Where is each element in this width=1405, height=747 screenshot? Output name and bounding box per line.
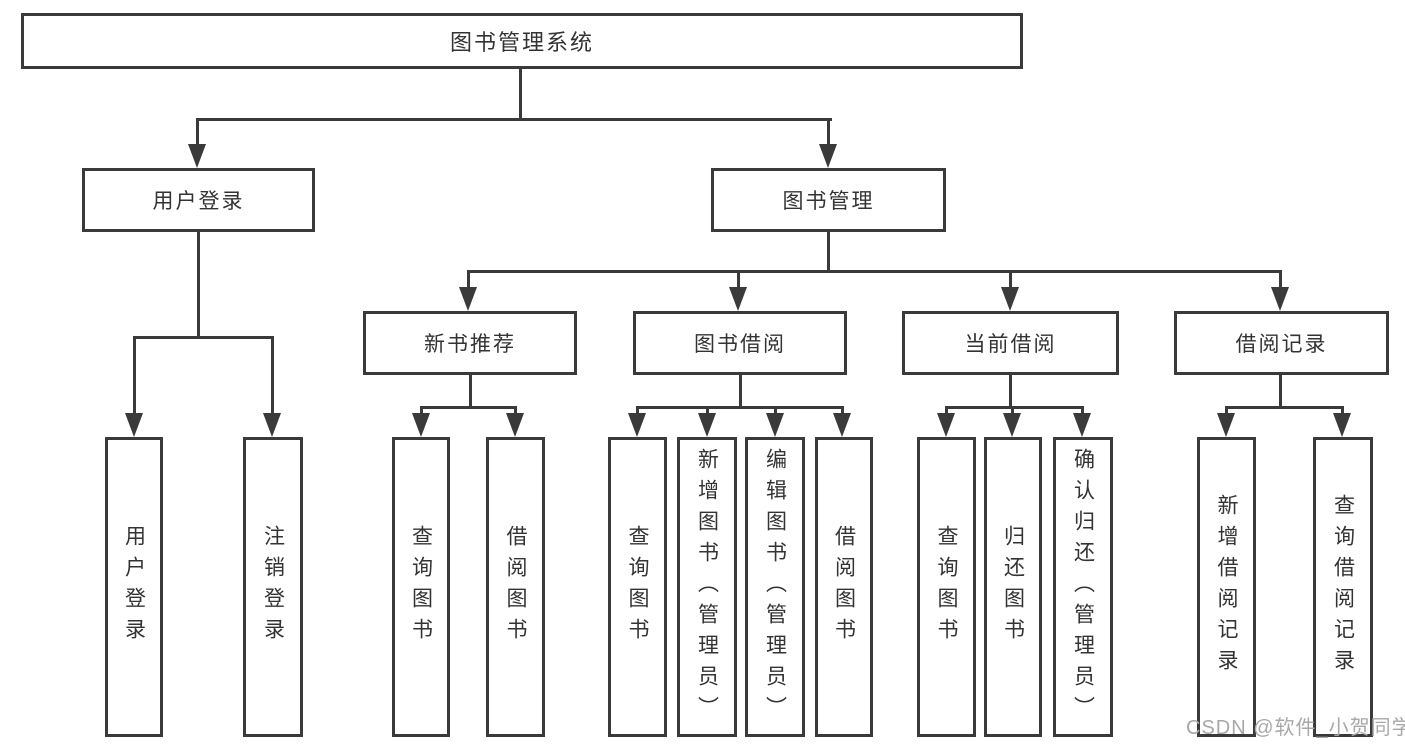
leaf-confirm-return-admin: 确认归还（管理员） (1053, 437, 1113, 737)
node-label: 用户登录 (122, 525, 146, 649)
connector-line (1225, 406, 1228, 416)
node-label: 新增图书（管理员） (695, 447, 719, 727)
arrowhead (506, 413, 524, 437)
connector-line (196, 118, 199, 147)
connector-line (774, 406, 777, 416)
arrowhead (1333, 413, 1351, 437)
connector-line (133, 336, 274, 339)
connector-line (197, 232, 200, 339)
arrowhead (263, 413, 281, 437)
connector-line (739, 375, 742, 409)
leaf-query-books-current: 查询图书 (917, 437, 976, 737)
connector-line (945, 406, 1084, 409)
leaf-logout: 注销登录 (243, 437, 303, 737)
node-label: 查询图书 (935, 525, 958, 649)
arrowhead (1003, 413, 1021, 437)
node-label: 新书推荐 (424, 333, 516, 356)
connector-line (514, 406, 517, 416)
connector-line (1279, 270, 1282, 290)
connector-line (467, 270, 1282, 273)
arrowhead (125, 413, 143, 437)
arrowhead (188, 144, 206, 168)
arrowhead (412, 413, 430, 437)
connector-line (196, 118, 832, 121)
node-user-login: 用户登录 (82, 168, 315, 232)
node-label: 图书管理系统 (449, 30, 594, 55)
connector-line (1009, 270, 1012, 290)
node-book-borrowing: 图书借阅 (633, 311, 847, 375)
connector-line (945, 406, 948, 416)
node-label: 新增借阅记录 (1215, 494, 1238, 680)
leaf-borrow-books: 借阅图书 (815, 437, 873, 737)
connector-line (467, 270, 470, 290)
node-label: 注销登录 (261, 525, 285, 649)
node-label: 图书借阅 (694, 333, 786, 356)
connector-line (1009, 375, 1012, 409)
csdn-watermark: CSDN @软件_小贺同学 (1186, 717, 1405, 739)
leaf-query-books-borrow: 查询图书 (608, 437, 667, 737)
connector-line (827, 118, 830, 147)
connector-line (420, 406, 517, 409)
leaf-borrow-books-recommend: 借阅图书 (486, 437, 545, 737)
node-label: 查询图书 (409, 525, 433, 649)
node-current-borrowing: 当前借阅 (902, 311, 1119, 375)
leaf-add-books-admin: 新增图书（管理员） (677, 437, 737, 737)
node-root-library-system: 图书管理系统 (21, 13, 1023, 69)
node-label: 借阅图书 (504, 525, 527, 649)
node-label: 用户登录 (152, 190, 245, 213)
node-label: 归还图书 (1001, 525, 1025, 649)
connector-line (1279, 375, 1282, 409)
arrowhead (819, 144, 837, 168)
node-label: 图书管理 (782, 190, 875, 213)
arrowhead (459, 287, 477, 311)
connector-line (1341, 406, 1344, 416)
arrowhead (698, 413, 716, 437)
arrowhead (937, 413, 955, 437)
node-label: 借阅图书 (832, 525, 856, 649)
node-book-management: 图书管理 (711, 168, 946, 232)
connector-line (827, 232, 830, 273)
arrowhead (1217, 413, 1235, 437)
node-label: 确认归还（管理员） (1071, 447, 1095, 727)
connector-line (133, 336, 136, 416)
arrowhead (729, 287, 747, 311)
connector-line (841, 406, 844, 416)
node-label: 借阅记录 (1235, 333, 1328, 356)
leaf-add-borrow-record: 新增借阅记录 (1197, 437, 1256, 737)
arrowhead (833, 413, 851, 437)
connector-line (420, 406, 423, 416)
arrowhead (1001, 287, 1019, 311)
leaf-query-books-recommend: 查询图书 (392, 437, 450, 737)
connector-line (1081, 406, 1084, 416)
arrowhead (1073, 413, 1091, 437)
connector-line (636, 406, 639, 416)
leaf-user-login: 用户登录 (105, 437, 163, 737)
connector-line (737, 270, 740, 290)
connector-line (706, 406, 709, 416)
connector-line (1225, 406, 1344, 409)
node-label: 当前借阅 (964, 333, 1057, 356)
connector-line (636, 406, 844, 409)
arrowhead (766, 413, 784, 437)
connector-line (271, 336, 274, 416)
node-borrowing-records: 借阅记录 (1174, 311, 1389, 375)
leaf-edit-books-admin: 编辑图书（管理员） (745, 437, 805, 737)
arrowhead (628, 413, 646, 437)
connector-line (1011, 406, 1014, 416)
leaf-query-borrow-record: 查询借阅记录 (1313, 437, 1373, 737)
leaf-return-books: 归还图书 (984, 437, 1042, 737)
node-label: 编辑图书（管理员） (763, 447, 787, 727)
connector-line (519, 69, 522, 121)
node-new-book-recommend: 新书推荐 (363, 311, 577, 375)
connector-line (469, 375, 472, 409)
node-label: 查询借阅记录 (1331, 494, 1355, 680)
node-label: 查询图书 (626, 525, 649, 649)
arrowhead (1271, 287, 1289, 311)
